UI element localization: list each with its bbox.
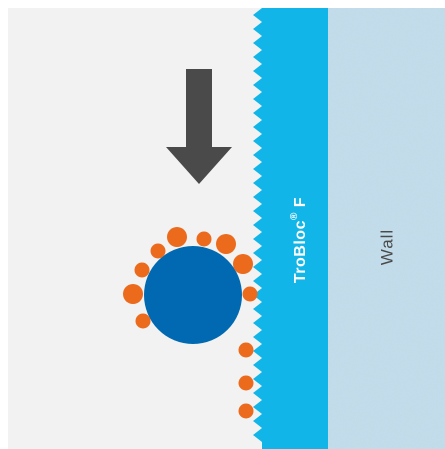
small-particle: [151, 244, 166, 259]
membrane-label: TroBloc® F: [289, 197, 309, 283]
small-particle: [239, 343, 254, 358]
small-particle: [216, 234, 236, 254]
wall-label: Wall: [378, 229, 397, 265]
large-particle: [144, 246, 242, 344]
small-particle: [135, 263, 150, 278]
small-particle: [239, 404, 254, 419]
small-particle: [233, 254, 253, 274]
small-particle: [243, 287, 258, 302]
wall: [326, 8, 445, 449]
trobloc-membrane: [253, 8, 328, 449]
small-particle: [197, 232, 212, 247]
small-particle: [136, 314, 151, 329]
small-particle: [123, 284, 143, 304]
small-particle: [239, 376, 254, 391]
small-particle: [167, 227, 187, 247]
